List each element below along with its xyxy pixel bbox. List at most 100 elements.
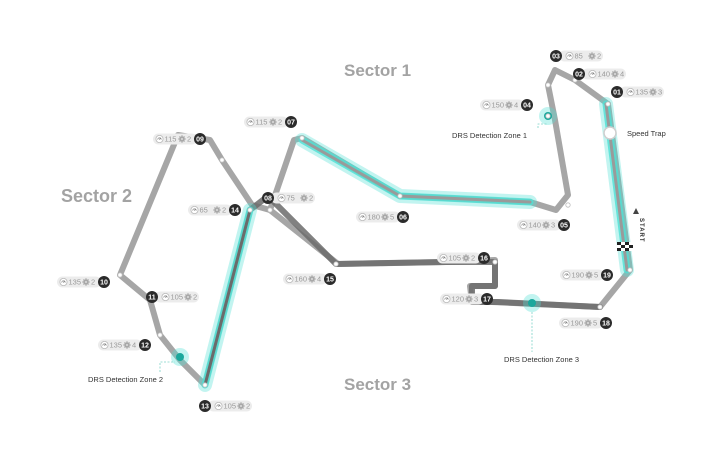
- gear-icon: [588, 52, 596, 60]
- speedometer-icon: [626, 88, 635, 97]
- turn-info-pill: [57, 276, 101, 288]
- turn-number: 15: [326, 277, 334, 284]
- turn-speed: 190: [572, 271, 585, 280]
- turn-gear: 2: [246, 402, 250, 411]
- turn-speed: 105: [224, 402, 237, 411]
- turn-number: 04: [523, 103, 531, 110]
- turn-number-circle: [550, 50, 562, 62]
- corner-dot: [565, 202, 571, 208]
- turn-speed: 135: [110, 341, 123, 350]
- speedometer-icon: [482, 101, 491, 110]
- speedometer-icon: [561, 318, 570, 327]
- corner-dot: [605, 101, 611, 107]
- turn-number: 03: [552, 54, 560, 61]
- gear-icon: [649, 88, 657, 96]
- corner-dot: [597, 304, 603, 310]
- turn-gear: 3: [474, 295, 478, 304]
- speedometer-icon: [277, 193, 286, 202]
- turn-speed: 105: [449, 254, 462, 263]
- turn-number-circle: [139, 339, 151, 351]
- turn-info-pill: [98, 339, 142, 351]
- speedometer-icon: [442, 294, 451, 303]
- turn-speed: 140: [598, 70, 611, 79]
- gear-icon: [462, 254, 470, 262]
- turn-number: 13: [201, 404, 209, 411]
- drs-detection-zone-3-label: DRS Detection Zone 3: [504, 355, 579, 364]
- speedometer-icon: [190, 205, 199, 214]
- turn-number-circle: [558, 219, 570, 231]
- gear-icon: [465, 295, 473, 303]
- turn-gear: 2: [471, 254, 475, 263]
- start-line-icon: [617, 242, 633, 251]
- speedometer-icon: [59, 277, 68, 286]
- turn-number: 11: [148, 295, 156, 302]
- turn-gear: 2: [91, 278, 95, 287]
- corner-dot: [545, 113, 551, 119]
- gear-icon: [184, 293, 192, 301]
- turn-gear: 3: [551, 221, 555, 230]
- turn-badge: 105 2 13: [199, 400, 252, 412]
- speedometer-icon: [565, 52, 574, 61]
- turn-number: 06: [399, 215, 407, 222]
- track-sector2: [267, 67, 611, 213]
- sector-2-label: Sector 2: [61, 186, 132, 206]
- sector-1-label: Sector 1: [344, 61, 411, 80]
- turn-gear: 4: [620, 70, 624, 79]
- turn-number: 02: [575, 72, 583, 79]
- turn-number: 17: [483, 297, 491, 304]
- turn-speed: 75: [287, 194, 295, 203]
- turn-gear: 4: [132, 341, 136, 350]
- drs-detection-zone-1-label: DRS Detection Zone 1: [452, 131, 527, 140]
- turn-number: 09: [196, 137, 204, 144]
- turn-info-pill: [188, 204, 232, 216]
- turn-number: 01: [613, 90, 621, 97]
- gear-icon: [213, 206, 221, 214]
- turn-number: 19: [603, 273, 611, 280]
- turn-gear: 2: [193, 293, 197, 302]
- turn-speed: 120: [452, 295, 465, 304]
- turn-gear: 2: [278, 118, 282, 127]
- corner-dot: [492, 259, 498, 265]
- turn-gear: 2: [309, 194, 313, 203]
- corner-dot: [157, 332, 163, 338]
- turn-speed: 190: [571, 319, 584, 328]
- turn-info-pill: [356, 211, 400, 223]
- turn-gear: 4: [514, 101, 518, 110]
- speed-trap-marker: [603, 126, 617, 140]
- gear-icon: [237, 402, 245, 410]
- gear-icon: [178, 135, 186, 143]
- turn-info-pill: [560, 269, 604, 281]
- turn-speed: 105: [171, 293, 184, 302]
- turn-info-pill: [283, 273, 327, 285]
- turn-number: 07: [287, 120, 295, 127]
- turn-number-circle: [98, 276, 110, 288]
- turn-number-circle: [600, 317, 612, 329]
- turn-number-circle: [611, 86, 623, 98]
- turn-speed: 115: [256, 118, 268, 127]
- speedometer-icon: [246, 118, 255, 127]
- turn-gear: 5: [594, 271, 598, 280]
- turn-number: 08: [264, 196, 272, 203]
- turn-speed: 65: [200, 206, 208, 215]
- speedometer-icon: [155, 134, 164, 143]
- drs-zone-back-straight: [295, 133, 537, 209]
- turn-badge: 115 2 07: [244, 116, 297, 128]
- turn-gear: 5: [593, 319, 597, 328]
- turn-info-pill: [437, 252, 481, 264]
- turn-number-circle: [285, 116, 297, 128]
- turn-info-pill: [480, 99, 524, 111]
- corner-dot: [299, 135, 305, 141]
- turn-number: 10: [100, 280, 108, 287]
- turn-number-circle: [397, 211, 409, 223]
- turn-badge: 190 5 19: [560, 269, 613, 281]
- turn-speed: 140: [529, 221, 542, 230]
- gear-icon: [82, 278, 90, 286]
- turn-speed: 150: [492, 101, 505, 110]
- turn-number-circle: [199, 400, 211, 412]
- speedometer-icon: [358, 212, 367, 221]
